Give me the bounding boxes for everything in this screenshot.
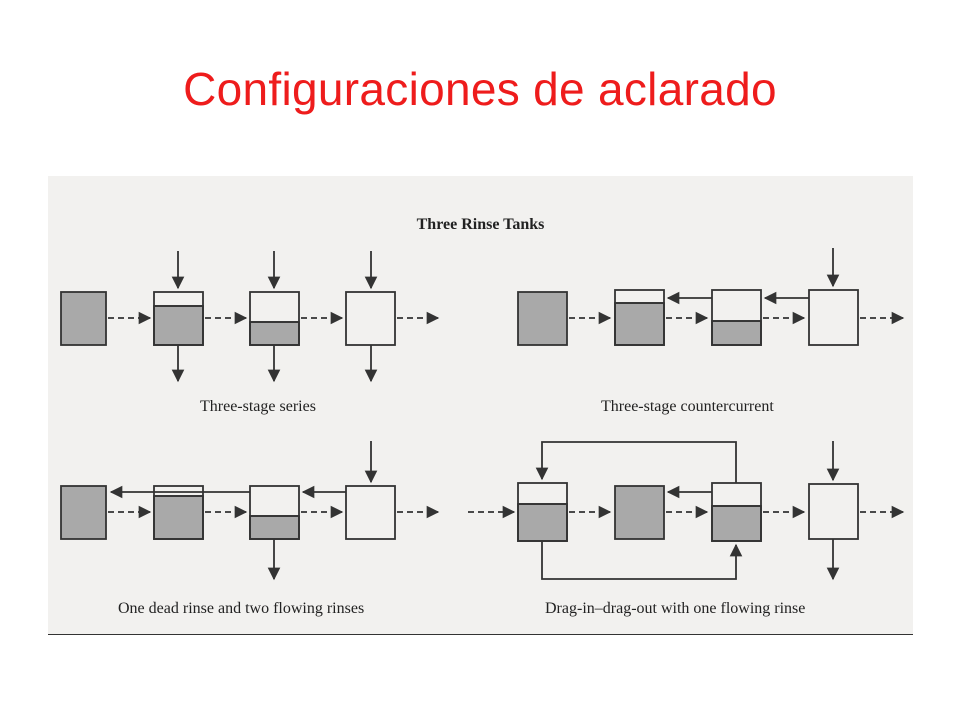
drag-in-tank <box>517 482 568 542</box>
diagram-three-stage-countercurrent <box>517 248 905 346</box>
rinse-tank-2 <box>249 485 300 540</box>
caption-drag-in: Drag-in–drag-out with one flowing rinse <box>545 600 806 617</box>
drag-out-tank <box>711 482 762 542</box>
rinse-tank-1 <box>153 291 204 346</box>
rinse-tank-3 <box>345 291 396 346</box>
return-loop-bottom <box>541 541 743 580</box>
diagram-three-stage-series <box>60 251 440 383</box>
rinse-diagram <box>60 248 905 581</box>
rinse-tank-3 <box>345 485 396 540</box>
work-tank <box>60 291 107 346</box>
work-tank <box>60 485 107 540</box>
caption-countercurrent: Three-stage countercurrent <box>601 398 774 415</box>
diagram-dead-rinse <box>60 441 440 581</box>
caption-dead-rinse: One dead rinse and two flowing rinses <box>118 600 365 617</box>
figure-heading: Three Rinse Tanks <box>416 216 545 233</box>
rinse-tank-3 <box>808 289 859 346</box>
rinse-tank-2 <box>249 291 300 346</box>
caption-series: Three-stage series <box>200 398 316 415</box>
diagram-drag-in-drag-out <box>468 441 905 581</box>
return-loop-top <box>535 441 737 483</box>
rinse-tank-2 <box>711 289 762 346</box>
dead-rinse-tank <box>153 485 204 540</box>
rinse-tanks-figure: Three Rinse Tanks Three-stage series Thr… <box>48 176 913 635</box>
flowing-rinse-tank <box>808 483 859 540</box>
rinse-tank-1 <box>614 289 665 346</box>
slide-title: Configuraciones de aclarado <box>183 63 777 115</box>
work-tank <box>517 291 568 346</box>
work-tank <box>614 485 665 540</box>
